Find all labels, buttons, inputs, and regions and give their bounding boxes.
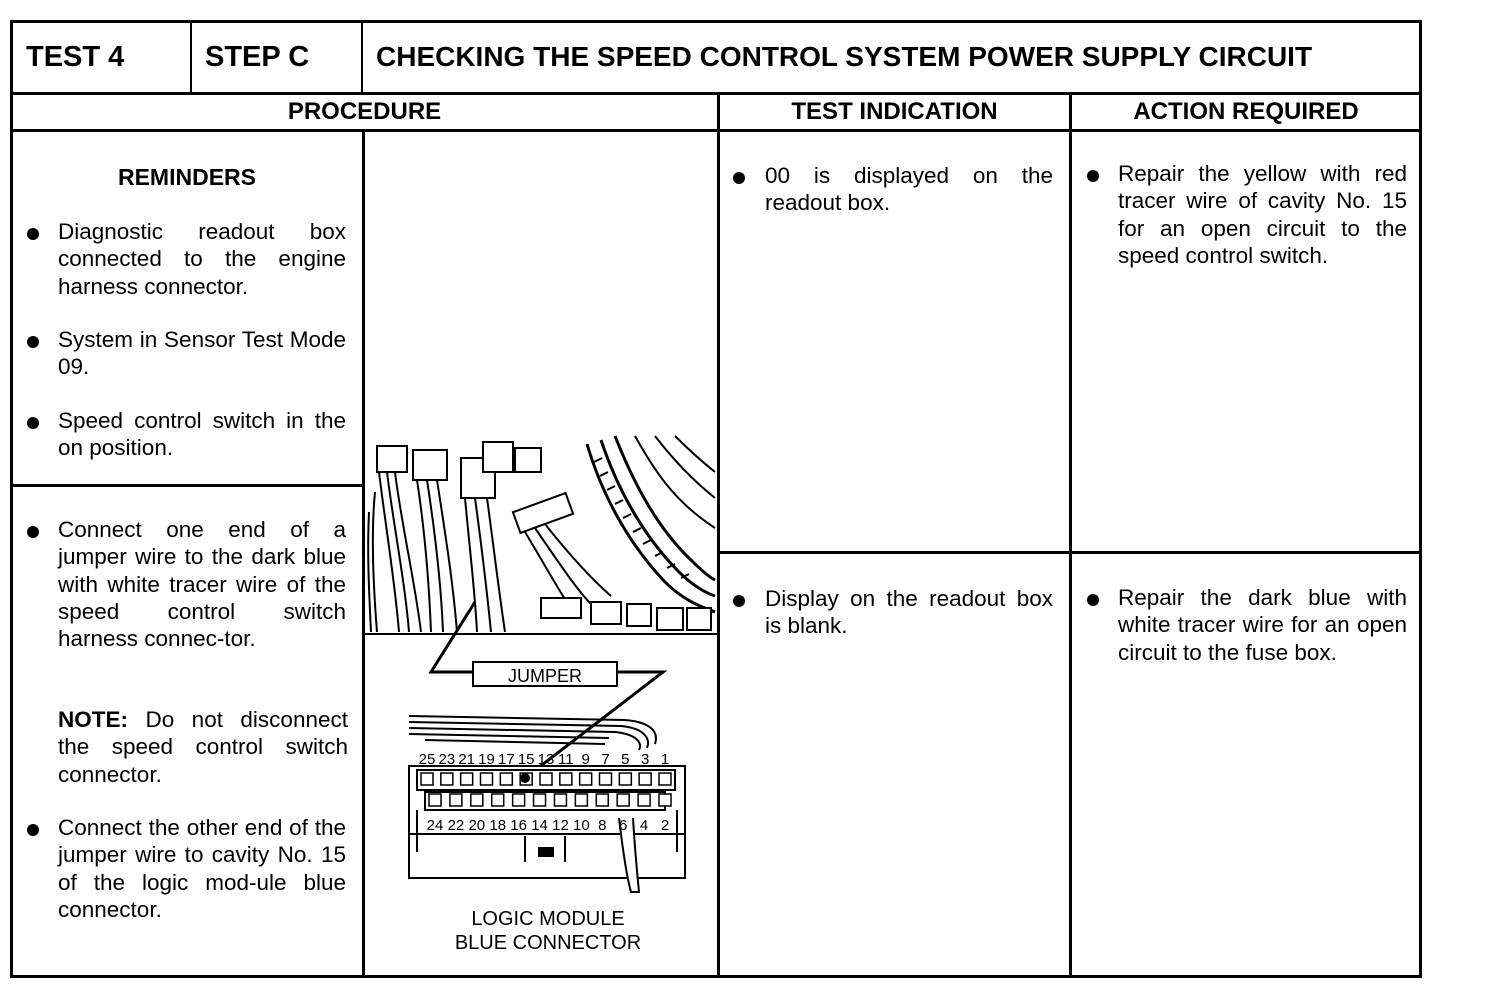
connector-cavity (578, 772, 593, 786)
step-label: STEP C (205, 41, 310, 73)
pin-number-label: 20 (468, 817, 485, 834)
header-step-divider (361, 20, 363, 93)
bullet-icon (733, 595, 745, 607)
pin-number-label: 8 (598, 817, 606, 834)
pin-number-label: 13 (538, 751, 555, 768)
results-row-divider (718, 551, 1422, 554)
column-header-procedure: PROCEDURE (287, 98, 442, 125)
reminder-item: Diagnostic readout box connected to the … (58, 219, 346, 299)
table-frame (10, 20, 1422, 978)
pin-number-label: 15 (518, 751, 535, 768)
bullet-icon (27, 336, 39, 348)
connector-cavity (532, 793, 547, 807)
diagram-caption-line2: BLUE CONNECTOR (454, 932, 642, 954)
connector-cavity (618, 772, 633, 786)
procedure-step-2: Connect the other end of the jumper wire… (58, 815, 346, 922)
procedure-inner-divider (362, 130, 365, 978)
pin-number-label: 7 (601, 751, 609, 768)
connector-cavity (658, 793, 672, 807)
connector-cavity (420, 772, 434, 786)
pin-number-label: 22 (448, 817, 465, 834)
connector-cavity (638, 772, 652, 786)
header-divider (10, 92, 1422, 95)
pin-number-label: 16 (510, 817, 527, 834)
column-header-action: ACTION REQUIRED (1133, 98, 1359, 125)
pin-number-label: 6 (619, 817, 627, 834)
test-number: TEST 4 (26, 41, 125, 73)
column-header-divider (10, 129, 1422, 132)
diagram-caption-line1: LOGIC MODULE (471, 908, 625, 930)
jumper-label: JUMPER (508, 666, 582, 686)
connector-cavity (449, 793, 463, 807)
connector-wire-bundle (408, 715, 657, 751)
connector-cavity (559, 772, 573, 786)
connector-cavity (574, 793, 589, 807)
reminder-item: Speed control switch in the on position. (58, 408, 346, 461)
pin-number-label: 10 (573, 817, 590, 834)
connector-cavity (440, 772, 454, 786)
bullet-icon (1087, 170, 1099, 182)
bullet-icon (27, 824, 39, 836)
indication-action-divider (1069, 93, 1072, 978)
column-header-indication: TEST INDICATION (791, 98, 998, 125)
note-label: NOTE: (58, 707, 128, 732)
procedure-step-1: Connect one end of a jumper wire to the … (58, 517, 346, 652)
page-title: CHECKING THE SPEED CONTROL SYSTEM POWER … (376, 41, 1313, 72)
action-1: Repair the yellow with red tracer wire o… (1118, 161, 1407, 268)
pin-number-label: 19 (478, 751, 495, 768)
connector-cavity (539, 772, 553, 786)
connector-cavity (637, 793, 651, 807)
reminders-divider (10, 484, 364, 487)
note-text: Do not disconnect the speed control swit… (58, 707, 348, 787)
procedure-note: NOTE: Do not disconnect the speed contro… (58, 706, 348, 788)
pin-number-label: 18 (489, 817, 506, 834)
action-2: Repair the dark blue with white tracer w… (1118, 585, 1407, 665)
pin-number-label: 24 (427, 817, 444, 834)
pin-number-label: 5 (621, 751, 629, 768)
connector-cavity (595, 793, 610, 807)
bullet-icon (27, 417, 39, 429)
pin-number-label: 21 (458, 751, 475, 768)
pin-number-label: 14 (531, 817, 548, 834)
pin-number-label: 23 (438, 751, 455, 768)
bullet-icon (733, 172, 745, 184)
connector-cavity (470, 793, 484, 807)
bullet-icon (27, 526, 39, 538)
pin-number-label: 11 (558, 751, 574, 768)
connector-cavity (658, 772, 672, 786)
pin-number-label: 25 (419, 751, 436, 768)
connector-cavity (553, 793, 568, 807)
harness-wires-illustration (365, 435, 717, 635)
connector-cavity (428, 793, 442, 807)
pin-number-label: 4 (640, 817, 648, 834)
procedure-indication-divider (717, 93, 720, 978)
connector-cavity (490, 793, 505, 807)
indication-1: 00 is displayed on the readout box. (765, 163, 1053, 216)
connector-cavity (598, 772, 613, 786)
reminder-item: System in Sensor Test Mode 09. (58, 327, 346, 380)
reminders-title: REMINDERS (117, 164, 256, 190)
connector-cavity (459, 772, 474, 786)
connector-cavity (511, 793, 526, 807)
connector-cavity (616, 793, 630, 807)
header-test-divider (190, 20, 192, 93)
connector-cavity (479, 772, 494, 786)
pin-number-label: 3 (641, 751, 649, 768)
cavity-15-marker (520, 773, 530, 783)
bullet-icon (27, 228, 39, 240)
pin-number-label: 12 (552, 817, 569, 834)
indication-2: Display on the readout box is blank. (765, 586, 1053, 639)
bullet-icon (1087, 594, 1099, 606)
pin-number-label: 17 (498, 751, 515, 768)
pin-number-label: 9 (581, 751, 589, 768)
pin-number-label: 1 (661, 751, 669, 768)
pin-number-label: 2 (661, 817, 669, 834)
connector-cavity (499, 772, 514, 786)
